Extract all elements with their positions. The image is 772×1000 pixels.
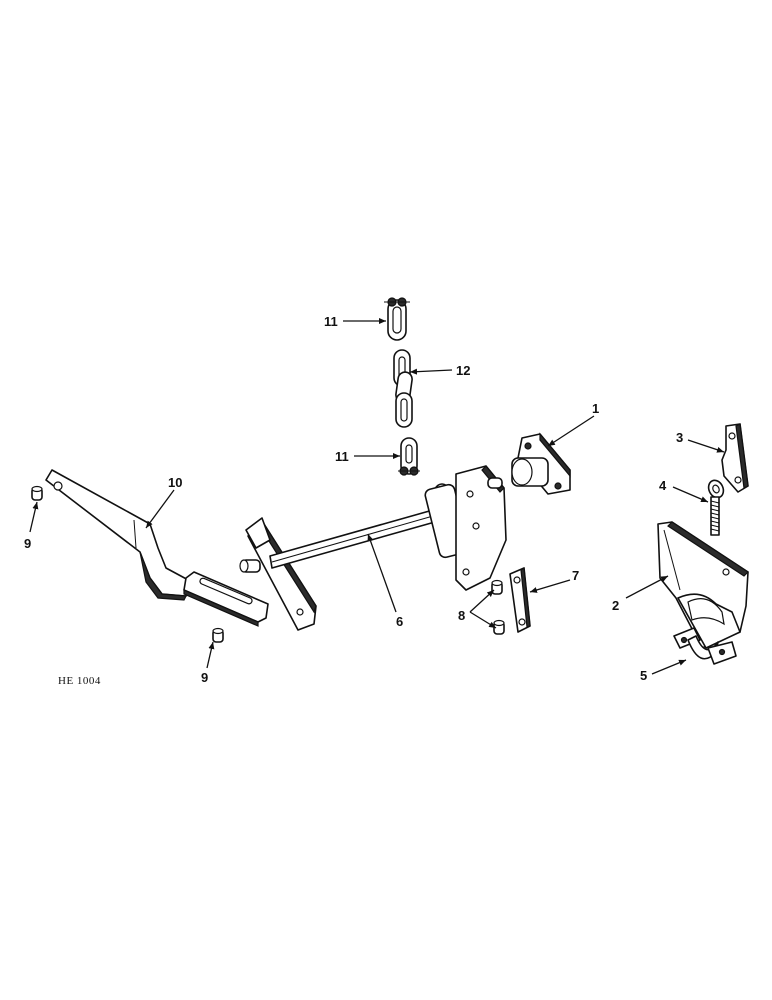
bushing-upper [31, 485, 43, 501]
callout-2: 2 [612, 598, 619, 613]
link-plate [509, 566, 531, 633]
callout-6: 6 [396, 614, 403, 629]
pin-bushing-upper [491, 579, 503, 595]
callout-5: 5 [640, 668, 647, 683]
u-clamp [673, 627, 737, 665]
drawing-reference: HE 1004 [58, 675, 101, 687]
callout-3: 3 [676, 430, 683, 445]
callout-1: 1 [592, 401, 599, 416]
lever-arm [45, 469, 193, 601]
callout-12: 12 [456, 363, 470, 378]
clevis-link-upper [384, 297, 410, 341]
clevis-link-lower [398, 437, 420, 476]
leader-lines [29, 318, 725, 675]
eye-bolt [707, 479, 725, 536]
callout-11-upper: 11 [324, 314, 338, 329]
cross-shaft [239, 465, 507, 631]
bracket [721, 423, 749, 493]
callout-9-upper: 9 [24, 536, 31, 551]
callout-11-lower: 11 [335, 449, 349, 464]
callout-10: 10 [168, 475, 182, 490]
mounting-plate [657, 521, 749, 649]
chain [393, 349, 413, 428]
callout-9-lower: 9 [201, 670, 208, 685]
callout-8: 8 [458, 608, 465, 623]
flange-bearing [511, 432, 571, 495]
slotted-link [183, 571, 269, 627]
bushing-lower [212, 627, 224, 643]
callout-7: 7 [572, 568, 579, 583]
callout-4: 4 [659, 478, 667, 493]
